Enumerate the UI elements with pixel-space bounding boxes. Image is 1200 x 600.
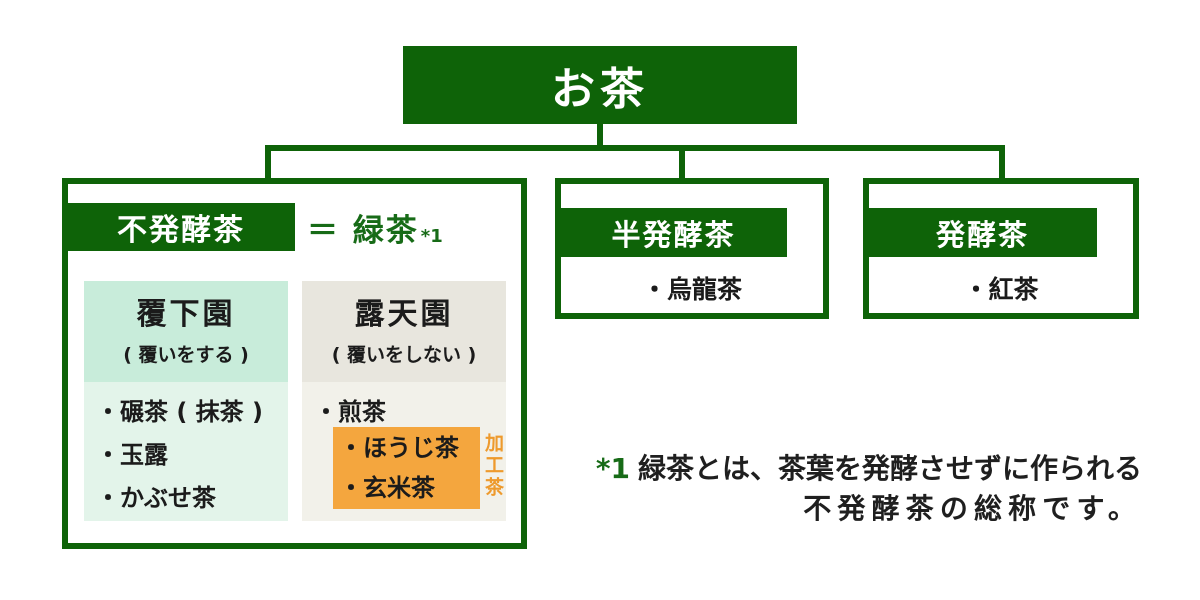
tea-item-kabusecha: ・かぶせ茶: [96, 484, 216, 512]
footnote-reference: *1: [420, 225, 443, 247]
open-garden-header: 露天園 ( 覆いをしない ): [302, 281, 506, 382]
tea-item-genmaicha: ・玄米茶: [339, 474, 435, 502]
open-garden-title: 露天園: [354, 297, 454, 332]
tea-item-oolong: ・烏龍茶: [641, 275, 742, 304]
connector-root-stem: [597, 122, 603, 148]
covered-garden-title: 覆下園: [136, 297, 236, 332]
connector-drop-right: [999, 145, 1005, 182]
green-tea-equation-text: ＝ 緑茶: [307, 212, 419, 249]
fermented-tea-panel: 発酵茶 ・紅茶: [863, 178, 1139, 319]
semi-fermented-tea-panel: 半発酵茶 ・烏龍茶: [555, 178, 829, 319]
covered-garden-header: 覆下園 ( 覆いをする ): [84, 281, 288, 382]
unfermented-tea-header: 不発酵茶: [67, 203, 295, 251]
tea-item-hojicha: ・ほうじ茶: [339, 434, 459, 462]
root-node-tea: お茶: [403, 46, 797, 124]
covered-garden-items: ・碾茶 ( 抹茶 ) ・玉露 ・かぶせ茶: [84, 382, 288, 521]
connector-horizontal-bar: [265, 145, 1005, 151]
tea-item-tencha: ・碾茶 ( 抹茶 ): [96, 398, 264, 426]
covered-garden-column: 覆下園 ( 覆いをする ) ・碾茶 ( 抹茶 ) ・玉露 ・かぶせ茶: [84, 281, 288, 521]
footnote-line-2: 不発酵茶の総称です。: [803, 492, 1142, 525]
connector-drop-middle: [679, 145, 685, 182]
unfermented-tea-title: 不発酵茶: [117, 213, 245, 248]
fermented-tea-title: 発酵茶: [935, 217, 1029, 252]
processed-tea-highlight-box: ・ほうじ茶 ・玄米茶: [333, 427, 480, 509]
fermented-tea-header: 発酵茶: [868, 208, 1097, 257]
root-label: お茶: [551, 64, 649, 115]
processed-tea-label: 加工茶: [482, 433, 504, 499]
footnote-marker: *1: [595, 452, 630, 485]
open-garden-subtitle: ( 覆いをしない ): [331, 344, 477, 366]
unfermented-tea-panel: 不発酵茶 ＝ 緑茶*1 覆下園 ( 覆いをする ) ・碾茶 ( 抹茶 ) ・玉露…: [62, 178, 527, 549]
open-garden-column: 露天園 ( 覆いをしない ) ・煎茶 ・ほうじ茶 ・玄米茶 加工茶: [302, 281, 506, 521]
footnote-line-1-text: 緑茶とは、茶葉を発酵させずに作られる: [637, 452, 1142, 485]
tea-item-gyokuro: ・玉露: [96, 441, 168, 469]
connector-drop-left: [265, 145, 271, 182]
tea-item-black-tea: ・紅茶: [963, 275, 1039, 304]
semi-fermented-tea-header: 半発酵茶: [560, 208, 787, 257]
covered-garden-subtitle: ( 覆いをする ): [123, 344, 249, 366]
green-tea-equation: ＝ 緑茶*1: [307, 203, 443, 251]
semi-fermented-tea-title: 半発酵茶: [611, 217, 736, 252]
tea-item-sencha: ・煎茶: [314, 398, 386, 426]
